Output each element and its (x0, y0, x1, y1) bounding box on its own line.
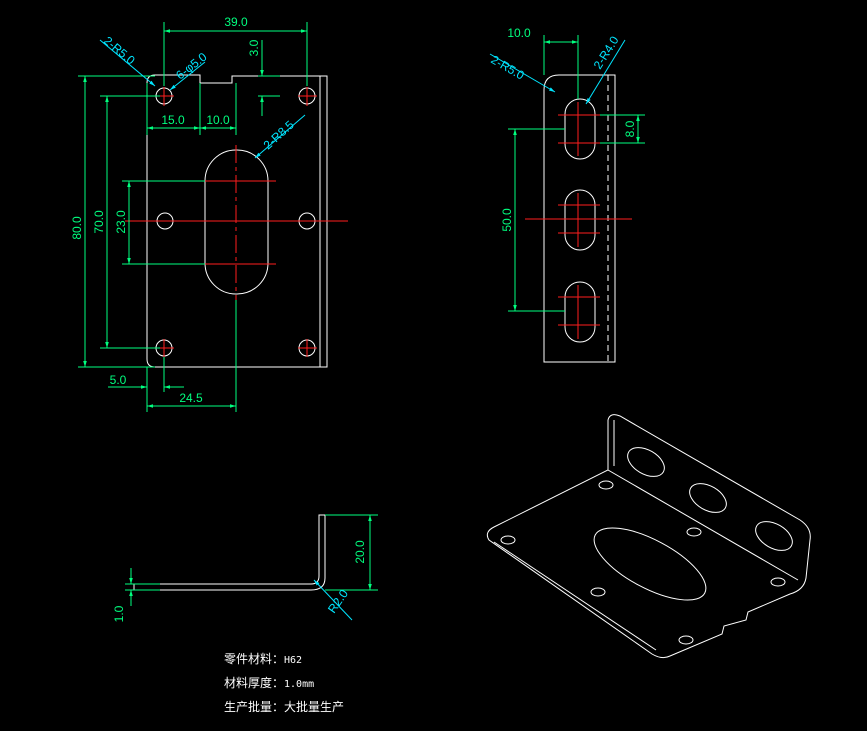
dim-h-15: 15.0 (161, 113, 185, 127)
iso-hole-6 (678, 635, 694, 645)
section-view: 1.0 20.0 R2.0 (112, 514, 378, 622)
front-plate-outline (146, 74, 328, 368)
side-leaders (489, 39, 626, 105)
side-dimension-lines (508, 35, 645, 312)
iso-hole-4 (590, 587, 606, 597)
iso-flange-slot-1 (627, 447, 665, 477)
dim-side-slot-h: 8.0 (623, 120, 637, 137)
iso-plate-outline (486, 414, 811, 659)
side-slot-bottom (564, 281, 596, 343)
dim-fillet-radius: 2-R5.0 (101, 34, 138, 68)
dim-hole-diameter: 6-φ5.0 (173, 50, 210, 83)
iso-hole-5 (770, 577, 786, 587)
dim-side-top-w: 10.0 (507, 26, 531, 40)
dim-left-offset: 5.0 (110, 373, 127, 387)
iso-hole-3 (686, 527, 702, 537)
iso-bend-line (607, 469, 799, 581)
front-leaders (99, 39, 306, 159)
dim-slot-radius: 2-R8.5 (261, 118, 297, 153)
note-batch-label: 生产批量： (224, 700, 285, 714)
side-slot-middle (564, 189, 596, 251)
note-material-label: 零件材料： (224, 652, 285, 666)
side-slot-top (564, 98, 596, 160)
front-centerlines (125, 87, 348, 357)
section-profile (133, 514, 326, 591)
iso-plate-thickness (493, 541, 657, 651)
iso-hole-2 (500, 535, 516, 545)
dim-slot-center: 24.5 (179, 391, 203, 405)
dim-total-h: 80.0 (70, 216, 84, 240)
dim-width-top: 39.0 (224, 15, 248, 29)
isometric-view (486, 414, 811, 659)
note-material-value: H62 (284, 655, 303, 666)
front-dimension-lines (78, 22, 308, 412)
dim-slot-len: 23.0 (114, 210, 128, 234)
iso-flange-slot-3 (755, 521, 793, 551)
side-centerlines (525, 102, 632, 339)
iso-hole-1 (598, 480, 614, 490)
side-plate-outline (543, 74, 616, 363)
section-dimension-lines (125, 514, 378, 606)
note-material: 零件材料：H62 (224, 648, 344, 672)
dim-h-10: 10.0 (206, 113, 230, 127)
dim-bend-radius: R2.0 (325, 587, 351, 616)
section-bend-leader (313, 579, 353, 621)
note-thickness: 材料厚度：1.0mm (224, 672, 344, 696)
note-thickness-value: 1.0mm (284, 679, 315, 690)
note-batch: 生产批量：大批量生产 (224, 696, 344, 719)
front-view: 39.0 3.0 15.0 10.0 80.0 70.0 23.0 5.0 24… (70, 15, 348, 412)
dim-side-slot-span: 50.0 (500, 208, 514, 232)
dim-thickness: 1.0 (112, 605, 126, 622)
note-batch-value: 大批量生产 (284, 700, 345, 714)
technical-notes: 零件材料：H62 材料厚度：1.0mm 生产批量：大批量生产 (224, 648, 344, 719)
note-thickness-label: 材料厚度： (224, 676, 285, 690)
dim-flange-h: 20.0 (353, 540, 367, 564)
dim-hole-span: 70.0 (92, 210, 106, 234)
iso-center-slot (593, 527, 707, 601)
dim-side-fillet-radius: 2-R5.0 (489, 52, 527, 82)
dim-top-offset: 3.0 (247, 39, 261, 56)
side-view: 10.0 8.0 50.0 2-R5.0 2-R4.0 (489, 26, 645, 363)
iso-flange-slot-2 (689, 483, 727, 513)
